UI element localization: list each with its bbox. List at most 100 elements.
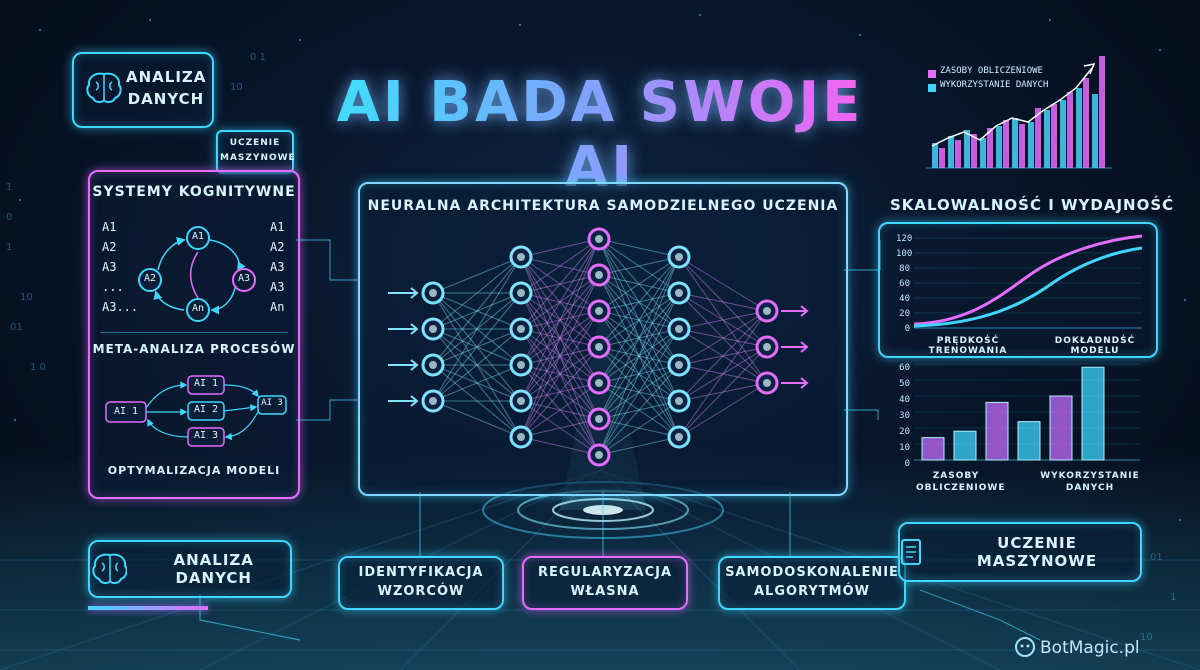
nn-connection	[598, 310, 680, 438]
nn-connection	[520, 256, 600, 456]
nn-connection	[678, 256, 768, 384]
flow-node-label: AI 3	[193, 430, 219, 441]
nn-connection	[598, 382, 680, 438]
nn-connection	[520, 274, 600, 438]
nn-connection	[520, 328, 600, 420]
nn-connection	[598, 274, 680, 294]
nn-connection	[678, 256, 768, 348]
nn-connection	[598, 292, 680, 312]
nn-connection	[520, 274, 600, 294]
nn-node-core	[517, 433, 525, 441]
nn-connection	[520, 292, 600, 312]
output-arrow	[781, 305, 809, 317]
bar-y-tick-labels: 60 50 40 30 20 10 0	[896, 360, 910, 472]
nn-connection	[678, 346, 768, 438]
svg-text:1: 1	[6, 182, 12, 193]
nn-connection	[598, 238, 680, 366]
nn-connection	[678, 310, 768, 402]
systemy-kognitywne-panel: SYSTEMY KOGNITYWNE A1 A2 A3 ... A3... A1…	[88, 170, 300, 499]
samodoskonalenie-algorytmow-button[interactable]: SAMODOSKONALENIE ALGORYTMÓW	[718, 556, 906, 610]
nn-connection	[520, 346, 600, 438]
nn-connection	[432, 256, 522, 294]
nn-node-core	[595, 343, 603, 351]
identyfikacja-wzorcow-button[interactable]: IDENTYFIKACJA WZORCÓW	[338, 556, 504, 610]
svg-text:01: 01	[10, 322, 23, 333]
list-item: A2	[102, 240, 117, 254]
nn-connection	[598, 418, 680, 438]
svg-text:1 0: 1 0	[30, 362, 46, 373]
systemy-kognitywne-heading: SYSTEMY KOGNITYWNE	[92, 184, 296, 200]
nn-connection	[520, 310, 600, 402]
nn-connection	[678, 364, 768, 384]
mini-bar-chart	[926, 56, 1112, 169]
nn-connection	[598, 382, 680, 402]
brain-icon	[86, 72, 122, 104]
list-item: A3	[102, 260, 117, 274]
nn-connection	[598, 346, 680, 402]
nn-connection	[598, 328, 680, 456]
nn-connection	[678, 346, 768, 402]
nn-connection	[520, 364, 600, 456]
nn-connection	[520, 238, 600, 438]
y-tick: 50	[899, 379, 910, 389]
nn-connection	[520, 310, 600, 330]
input-arrow	[388, 323, 419, 335]
meta-analiza-heading: META-ANALIZA PROCESÓW	[92, 342, 296, 356]
nn-connection	[598, 274, 680, 330]
nn-connection	[432, 400, 522, 438]
nn-connection	[598, 256, 680, 312]
nn-node-core	[763, 343, 771, 351]
nn-connection	[520, 274, 600, 330]
legend-label: ZASOBY OBLICZENIOWE	[940, 66, 1043, 76]
y-tick: 0	[904, 324, 910, 334]
bar-x-label: ZASOBY OBLICZENIOWE	[916, 471, 1006, 493]
analiza-danych-button[interactable]: ANALIZA DANYCH	[88, 540, 292, 598]
nn-connection	[598, 400, 680, 420]
bar	[985, 401, 1009, 461]
nn-connection	[598, 238, 680, 258]
svg-text:1: 1	[1170, 592, 1176, 603]
neural-architecture-heading: NEURALNA ARCHITEKTURA SAMODZIELNEGO UCZE…	[367, 198, 839, 214]
document-icon	[901, 539, 921, 565]
nn-connection	[678, 292, 768, 312]
flow-node-label: AI 2	[193, 404, 219, 415]
nn-connection	[678, 310, 768, 366]
uczenie-maszynowe-button[interactable]: UCZENIE MASZYNOWE	[898, 522, 1142, 582]
flow-node-label: AI 1	[113, 406, 139, 417]
analiza-danych-chip[interactable]: ANALIZA DANYCH	[72, 52, 214, 128]
nn-node-core	[595, 379, 603, 387]
neural-network-diagram	[388, 227, 809, 467]
nn-connection	[520, 256, 600, 276]
nn-connection	[598, 328, 680, 420]
nn-connection	[520, 238, 600, 402]
nn-connection	[432, 256, 522, 366]
regularyzacja-wlasna-button[interactable]: REGULARYZACJA WŁASNA	[522, 556, 688, 610]
nn-node-core	[595, 307, 603, 315]
input-arrow	[388, 395, 419, 407]
nn-connection	[520, 238, 600, 330]
button-line1: SAMODOSKONALENIE	[725, 565, 899, 580]
output-arrow	[781, 377, 809, 389]
analiza-danych-button-label: ANALIZA DANYCH	[173, 551, 254, 587]
nn-node-core	[595, 415, 603, 423]
y-tick: 20	[899, 427, 910, 437]
input-arrow	[388, 287, 419, 299]
nn-connection	[598, 274, 680, 438]
nn-connection	[432, 292, 522, 402]
nn-connection	[598, 346, 680, 438]
nn-connection	[432, 292, 522, 366]
bar	[953, 430, 977, 461]
nn-connection	[598, 292, 680, 384]
top-right-chart: ZASOBY OBLICZENIOWE WYKORZYSTANIE DANYCH	[912, 48, 1140, 176]
nn-connection	[598, 364, 680, 456]
list-item: A3...	[102, 300, 139, 314]
nn-connection	[598, 310, 680, 366]
cycle-node-label: An	[191, 303, 205, 314]
nn-connection	[520, 292, 600, 384]
y-tick: 120	[896, 234, 913, 244]
nn-node-core	[595, 271, 603, 279]
y-tick: 10	[899, 443, 910, 453]
nn-node-core	[517, 361, 525, 369]
flow-diagram	[105, 375, 287, 447]
input-arrow	[388, 359, 419, 371]
